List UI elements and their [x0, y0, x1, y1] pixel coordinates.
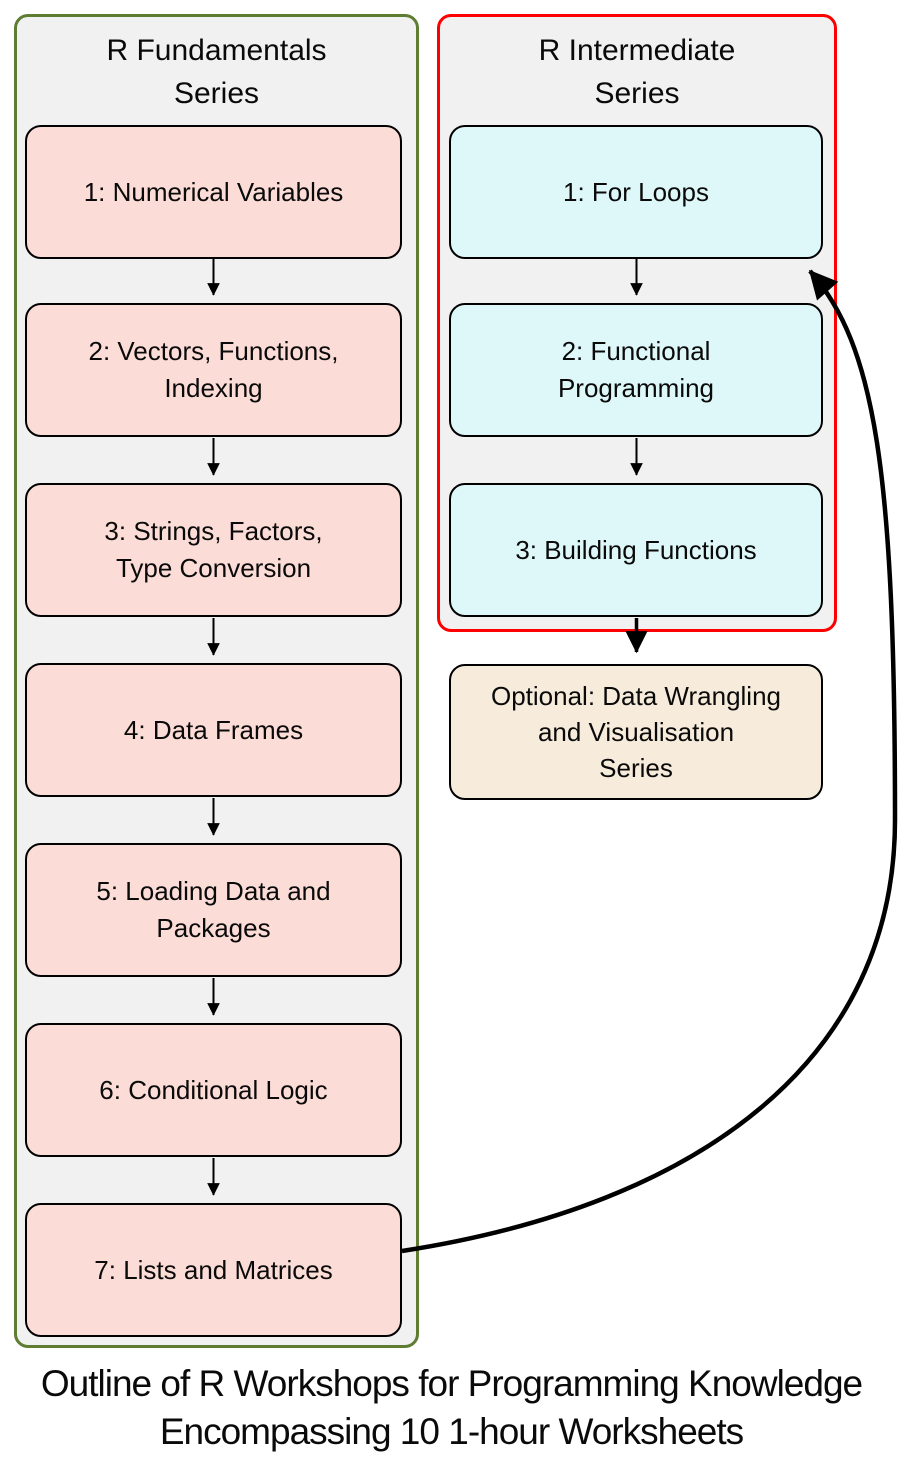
node-for-loops: 1: For Loops	[449, 125, 823, 259]
node-lists-matrices: 7: Lists and Matrices	[25, 1203, 402, 1337]
intermediate-series-title: R Intermediate Series	[538, 34, 736, 110]
fundamentals-series-title: R Fundamentals Series	[106, 34, 327, 110]
node-functional-programming: 2: Functional Programming	[449, 303, 823, 437]
node-optional-series: Optional: Data Wrangling and Visualisati…	[449, 664, 823, 800]
node-building-functions: 3: Building Functions	[449, 483, 823, 617]
diagram-caption: Outline of R Workshops for Programming K…	[40, 1363, 863, 1452]
node-numerical-variables: 1: Numerical Variables	[25, 125, 402, 259]
node-data-frames: 4: Data Frames	[25, 663, 402, 797]
node-vectors-functions-indexing: 2: Vectors, Functions, Indexing	[25, 303, 402, 437]
node-strings-factors-type-conversion: 3: Strings, Factors, Type Conversion	[25, 483, 402, 617]
node-loading-data-packages: 5: Loading Data and Packages	[25, 843, 402, 977]
node-conditional-logic: 6: Conditional Logic	[25, 1023, 402, 1157]
